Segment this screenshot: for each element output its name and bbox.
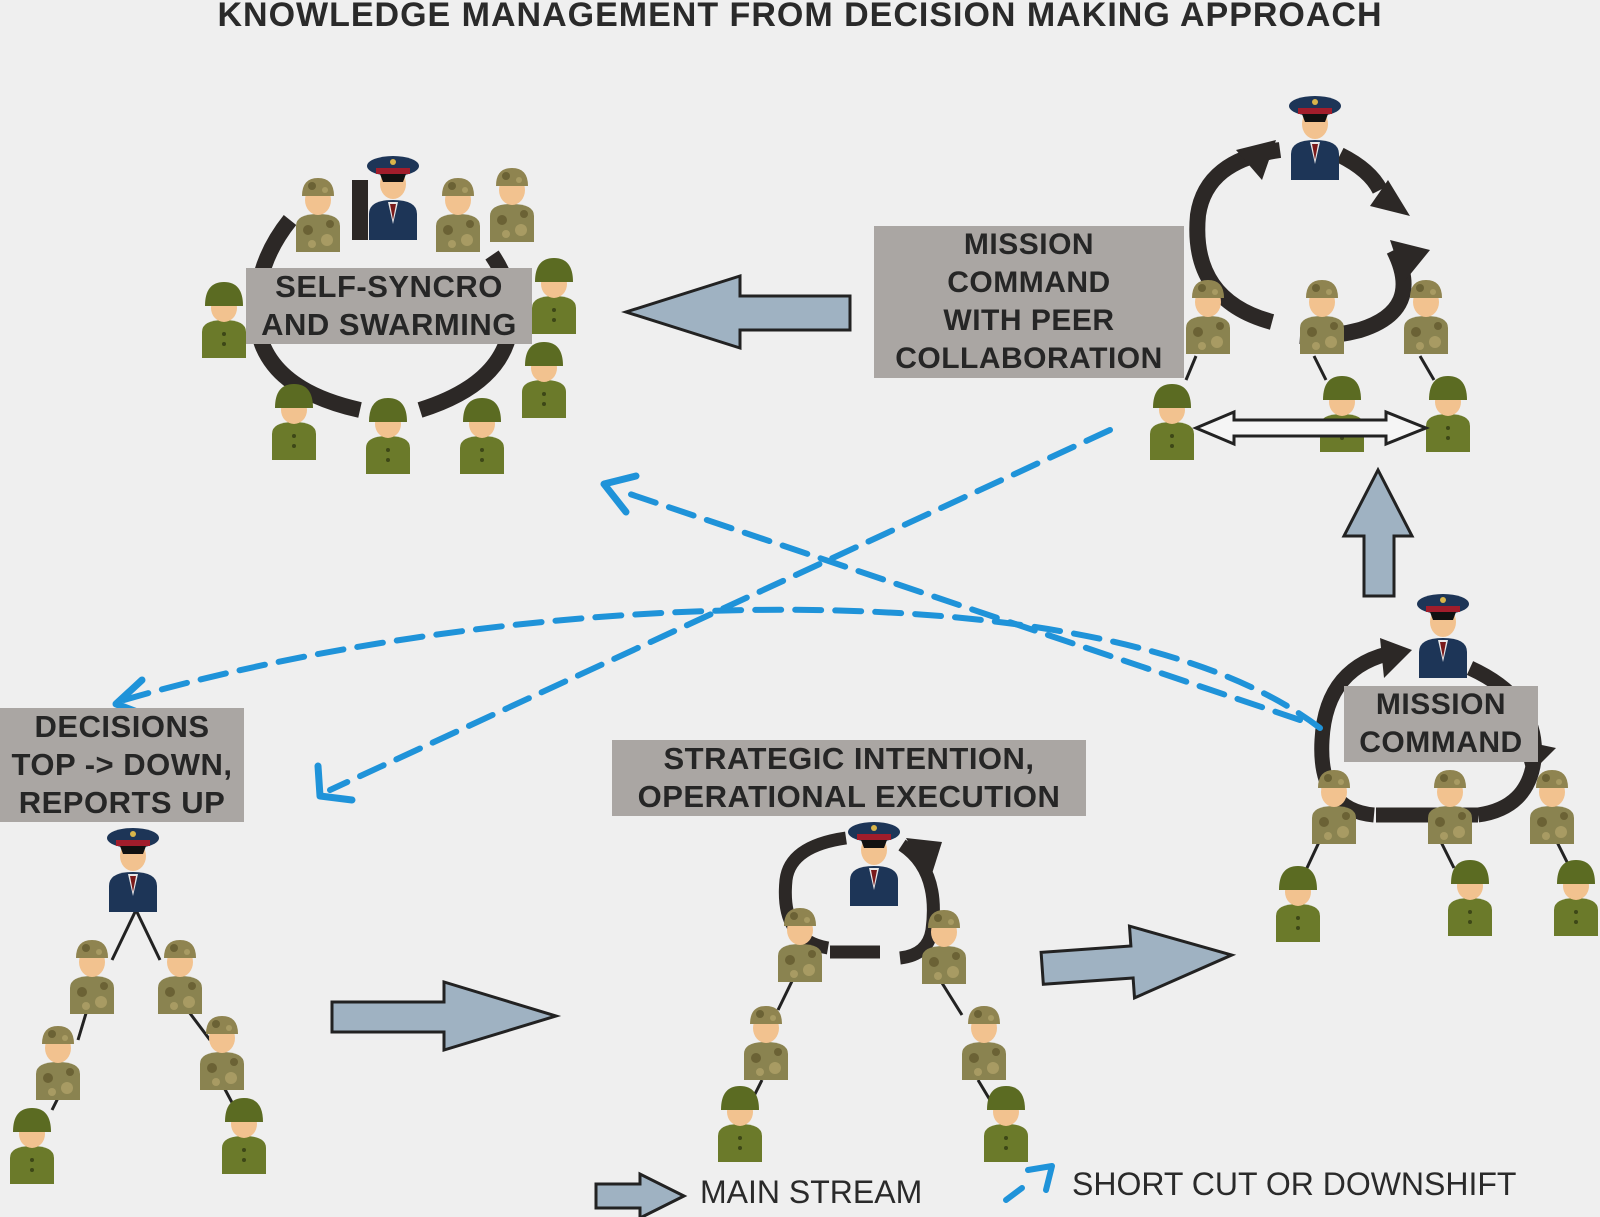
officer-icon <box>367 156 419 240</box>
legend-main-stream-arrow <box>594 1171 688 1217</box>
cycle-arrowhead <box>906 838 942 880</box>
officer-icon <box>1289 96 1341 180</box>
shortcut-arrows <box>121 427 1323 793</box>
officer-icon <box>107 828 159 912</box>
stage-label-top-down: DECISIONS TOP -> DOWN, REPORTS UP <box>0 708 244 822</box>
helmet-soldier-icon <box>1426 376 1470 452</box>
camo-soldier-icon <box>296 178 340 252</box>
helmet-soldier-icon <box>272 384 316 460</box>
helmet-soldier-icon <box>1448 860 1492 936</box>
officer-icon <box>1417 594 1469 678</box>
stage-label-strategic: STRATEGIC INTENTION, OPERATIONAL EXECUTI… <box>612 740 1086 816</box>
stage-label-self-syncro: SELF-SYNCRO AND SWARMING <box>246 268 532 344</box>
camo-soldier-icon <box>436 178 480 252</box>
diagram-title: KNOWLEDGE MANAGEMENT FROM DECISION MAKIN… <box>217 0 1383 34</box>
legend-shortcut-label: SHORT CUT OR DOWNSHIFT <box>1072 1166 1517 1202</box>
camo-soldier-icon <box>1300 280 1344 354</box>
helmet-soldier-icon <box>984 1086 1028 1162</box>
shortcut-arrowhead <box>600 472 640 516</box>
officer-icon <box>848 822 900 906</box>
helmet-soldier-icon <box>10 1108 54 1184</box>
helmet-soldier-icon <box>460 398 504 474</box>
camo-soldier-icon <box>36 1026 80 1100</box>
camo-soldier-icon <box>158 940 202 1014</box>
legend-shortcut-icon <box>1003 1163 1055 1203</box>
helmet-soldier-icon <box>1554 860 1598 936</box>
helmet-soldier-icon <box>366 398 410 474</box>
helmet-soldier-icon <box>222 1098 266 1174</box>
stage-label-peer-collaboration: MISSION COMMAND WITH PEER COLLABORATION <box>874 226 1184 378</box>
camo-soldier-icon <box>70 940 114 1014</box>
peer-collaboration-arrow <box>1192 409 1431 447</box>
main-stream-arrow <box>1341 466 1415 598</box>
helmet-soldier-icon <box>532 258 576 334</box>
camo-soldier-icon <box>1428 770 1472 844</box>
legend-main-stream-label: MAIN STREAM <box>700 1174 923 1210</box>
helmet-soldier-icon <box>1150 384 1194 460</box>
stage-label-mission-command: MISSION COMMAND <box>1344 686 1538 762</box>
camo-soldier-icon <box>490 168 534 242</box>
main-stream-arrow <box>621 273 852 351</box>
helmet-soldier-icon <box>1276 866 1320 942</box>
camo-soldier-icon <box>200 1016 244 1090</box>
helmet-soldier-icon <box>202 282 246 358</box>
helmet-soldier-icon <box>718 1086 762 1162</box>
camo-soldier-icon <box>962 1006 1006 1080</box>
main-stream-arrow <box>1039 924 1237 1001</box>
shortcut-arrowhead <box>314 762 356 804</box>
camo-soldier-icon <box>744 1006 788 1080</box>
helmet-soldier-icon <box>1320 376 1364 452</box>
main-stream-arrow <box>330 979 562 1053</box>
helmet-soldier-icon <box>522 342 566 418</box>
